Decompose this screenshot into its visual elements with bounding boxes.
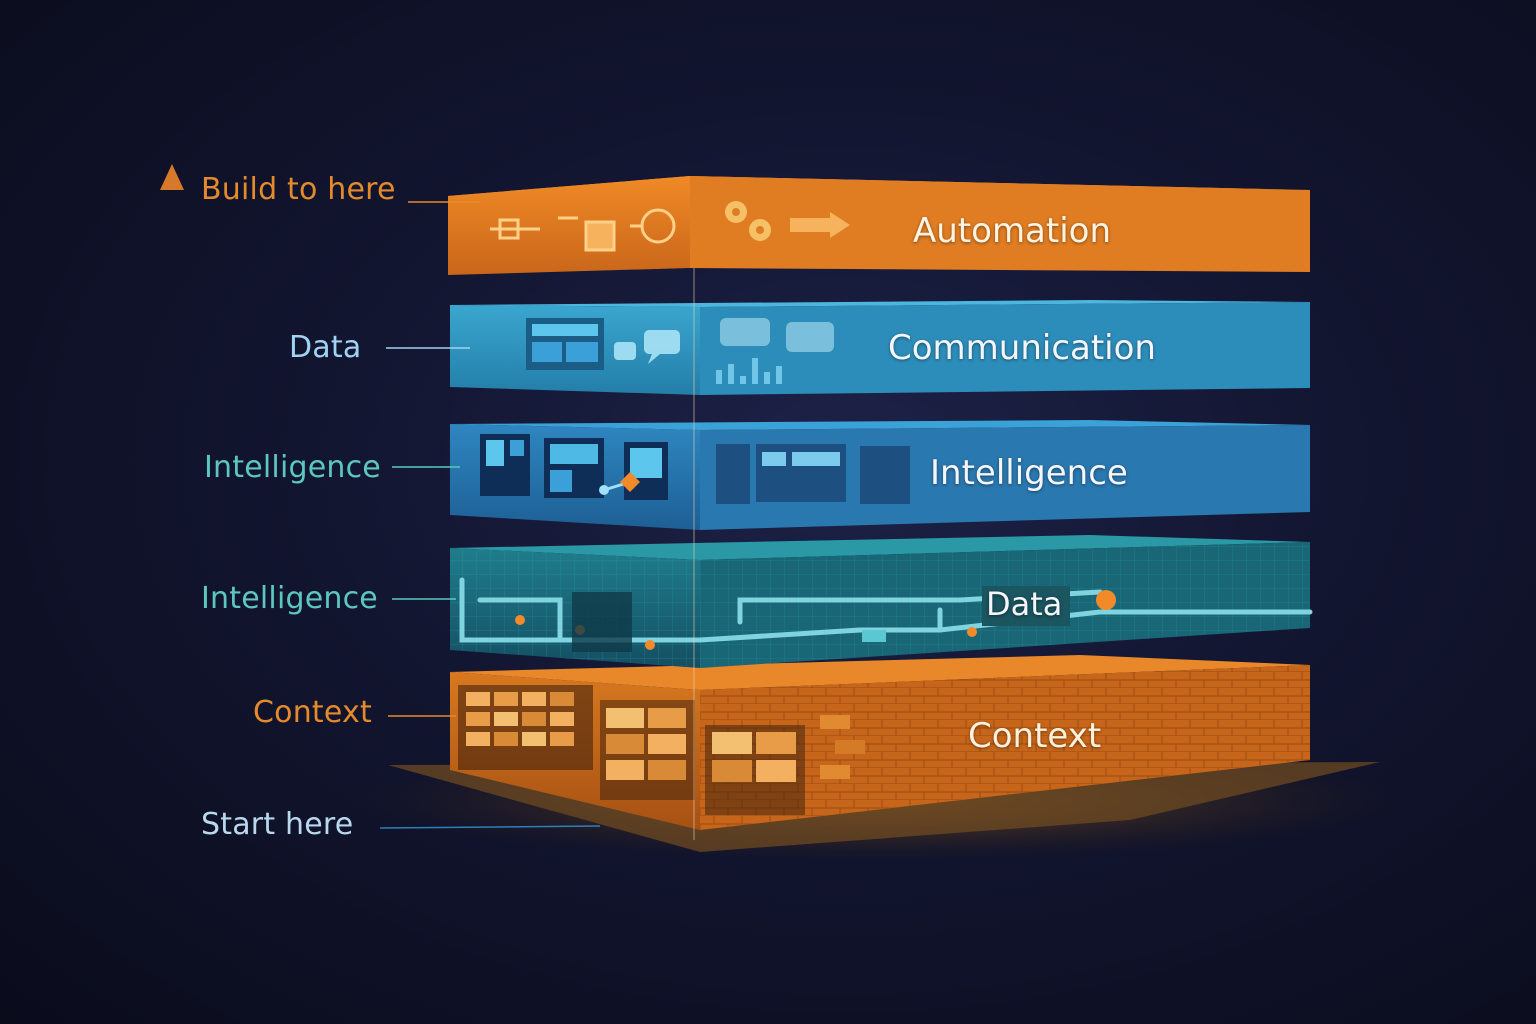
layer-title-automation: Automation: [913, 211, 1112, 251]
axis-bottom-label: Start here: [201, 807, 354, 842]
side-label-context: Context: [253, 695, 372, 730]
layer-title-context: Context: [968, 716, 1102, 756]
layer-title-data: Data: [986, 585, 1063, 623]
side-label-data: Intelligence: [201, 581, 378, 616]
automation-layer: [448, 176, 1310, 275]
layer-title-communication: Communication: [888, 328, 1156, 368]
layer-title-intelligence: Intelligence: [930, 453, 1128, 493]
circuit-icon: [490, 208, 676, 252]
dashboard-icon: [526, 318, 782, 384]
dashboard-icon: [480, 434, 910, 504]
data-layer: [450, 535, 1313, 668]
axis-arrow-head-icon: [160, 164, 184, 190]
filing-cabinet-icon: [458, 685, 805, 815]
side-label-communication: Data: [289, 330, 362, 365]
context-layer: [450, 655, 1310, 830]
intelligence-layer: [450, 420, 1310, 530]
arrow-flow-icon: [790, 212, 850, 238]
brick-wall-icon: [820, 715, 865, 779]
leader-line-start: [379, 825, 601, 829]
node-icon: [599, 472, 640, 495]
axis-top-label: Build to here: [201, 172, 396, 207]
side-label-intelligence: Intelligence: [204, 450, 381, 485]
chat-bubble-icon: [614, 318, 834, 364]
gear-icon: [725, 201, 771, 241]
communication-layer: [450, 300, 1310, 395]
